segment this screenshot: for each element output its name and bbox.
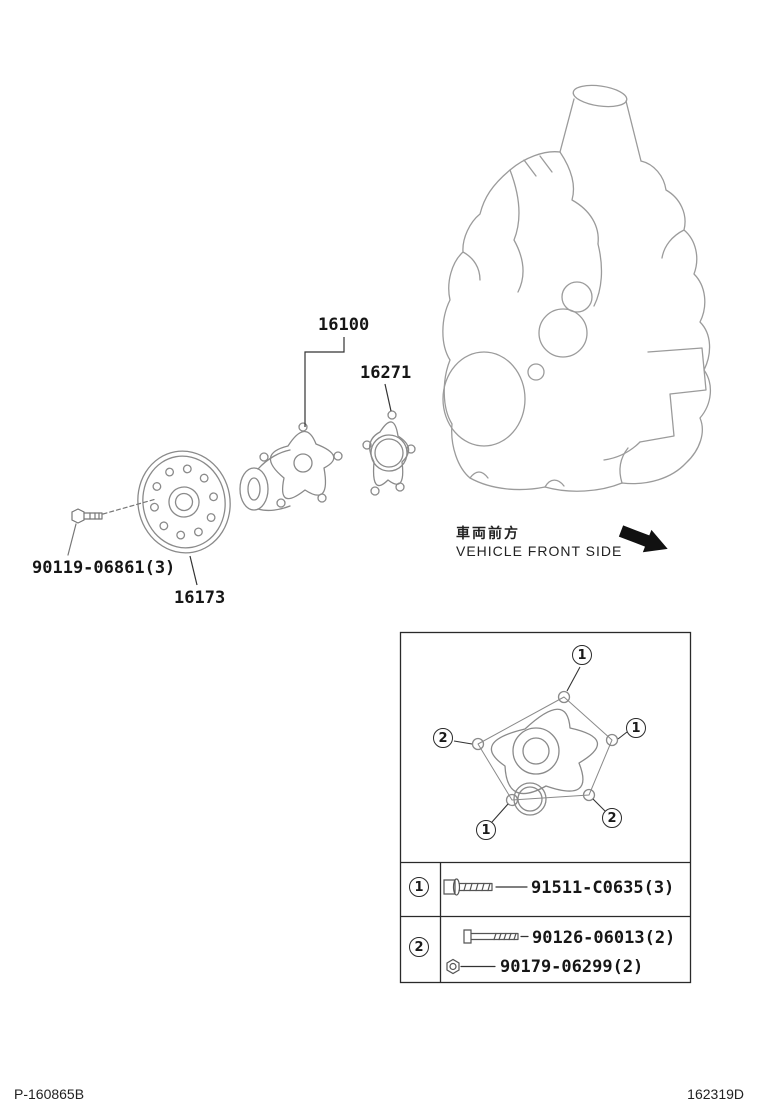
vehicle-front-label-en: VEHICLE FRONT SIDE [456, 543, 623, 559]
part-label-90119: 90119-06861(3) [32, 558, 176, 578]
pulley-drawing [137, 450, 231, 554]
water-pump-drawing [239, 422, 343, 512]
part-label-16100: 16100 [318, 315, 370, 335]
inset-pump-drawing [471, 690, 619, 816]
vehicle-front-arrow-icon [618, 525, 668, 553]
footer-figure-code: 162319D [687, 1086, 744, 1102]
row1-bolt-drawing [443, 878, 528, 896]
callout-marker-bottomright-2: 2 [602, 808, 622, 828]
table-row1-marker: 1 [409, 877, 429, 897]
table-row2-part-number-nut: 90179-06299(2) [500, 957, 644, 977]
callout-marker-top-1: 1 [572, 645, 592, 665]
footer-page-code: P-160865B [14, 1086, 85, 1102]
callout-marker-left-2: 2 [433, 728, 453, 748]
part-label-16271: 16271 [360, 363, 412, 383]
table-row2-part-number-bolt: 90126-06013(2) [532, 928, 676, 948]
callout-marker-bottomleft-1: 1 [476, 820, 496, 840]
row2-hardware-drawing [446, 929, 529, 975]
gasket-drawing [362, 410, 416, 496]
vehicle-front-label-jp: 車両前方 [456, 526, 520, 542]
table-row2-marker: 2 [409, 937, 429, 957]
part-label-16173: 16173 [174, 588, 226, 608]
leader-lines [189, 337, 392, 586]
engine-block-drawing [442, 84, 711, 492]
table-row1-part-number: 91511-C0635(3) [531, 878, 675, 898]
callout-table-borders [399, 631, 692, 984]
callout-marker-right-1: 1 [626, 718, 646, 738]
pulley-bolt-drawing [67, 498, 157, 556]
inset-callout-leaders [453, 666, 628, 823]
